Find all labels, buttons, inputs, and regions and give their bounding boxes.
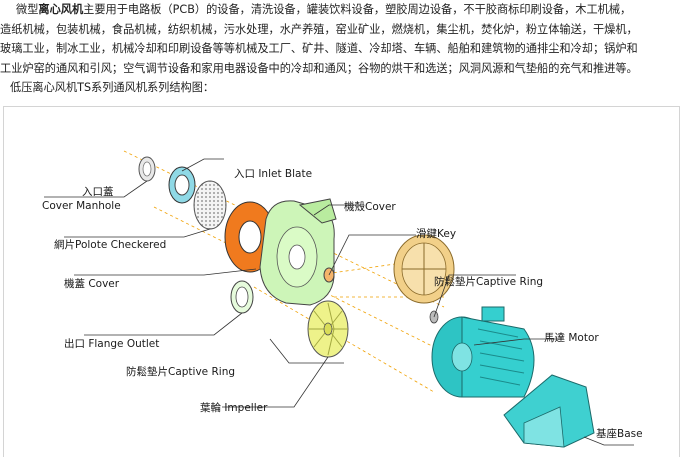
intro-line-2: 造纸机械，包装机械，食品机械，纺织机械，污水处理，水产养殖，窑业矿业，燃烧机，集… <box>0 22 638 36</box>
label-cover-manhole-en: Cover Manhole <box>42 200 121 212</box>
intro-line-1: 微型离心风机主要用于电路板（PCB）的设备，清洗设备，罐装饮料设备，塑胶周边设备… <box>0 0 683 20</box>
impeller-part <box>307 300 349 358</box>
mesh-part <box>193 180 227 230</box>
intro-bold-term: 离心风机 <box>38 3 84 16</box>
label-captive-ring-bottom: 防鬆墊片Captive Ring <box>126 365 235 378</box>
diagram-svg: 入口 Inlet Blate 入口蓋 Cover Manhole 機殼Cover… <box>42 150 643 448</box>
flange-outlet-part <box>230 280 254 314</box>
pulley-part <box>393 234 455 304</box>
base-part <box>503 374 595 448</box>
exploded-diagram: 入口 Inlet Blate 入口蓋 Cover Manhole 機殼Cover… <box>3 106 680 457</box>
intro-line-1-rest: 主要用于电路板（PCB）的设备，清洗设备，罐装饮料设备，塑胶周边设备，不干胶商标… <box>83 3 632 16</box>
intro-text: 微型离心风机主要用于电路板（PCB）的设备，清洗设备，罐装饮料设备，塑胶周边设备… <box>0 0 683 98</box>
label-motor: 馬達 Motor <box>544 332 599 344</box>
leader-lines <box>44 158 634 446</box>
inlet-blate-part <box>168 166 196 204</box>
label-casing: 機殼Cover <box>344 200 396 213</box>
label-inlet-blate: 入口 Inlet Blate <box>234 168 312 180</box>
label-base: 基座Base <box>596 427 643 440</box>
intro-line-3: 玻璃工业，制冰工业，机械冷却和印刷设备等等机械及工厂、矿井、隧道、冷却塔、车辆、… <box>0 42 638 56</box>
label-cover-manhole-cn: 入口蓋 <box>82 186 114 198</box>
motor-part <box>431 306 535 398</box>
intro-line-5: 低压离心风机TS系列通风机系列结构图： <box>10 81 215 95</box>
label-captive-ring-top: 防鬆墊片Captive Ring <box>434 275 543 288</box>
intro-prefix: 微型 <box>16 3 39 16</box>
label-impeller: 葉輪 Impeller <box>200 401 268 414</box>
label-cover: 機蓋 Cover <box>64 277 120 290</box>
label-polote-checkered: 網片Polote Checkered <box>54 238 166 251</box>
label-flange-outlet: 出口 Flange Outlet <box>64 337 159 350</box>
intro-line-4: 工业炉窑的通风和引风；空气调节设备和家用电器设备中的冷却和通风；谷物的烘干和选送… <box>0 61 638 75</box>
label-key: 滑鍵Key <box>416 227 456 240</box>
cover-manhole-part <box>138 156 156 182</box>
casing-part <box>259 198 337 306</box>
